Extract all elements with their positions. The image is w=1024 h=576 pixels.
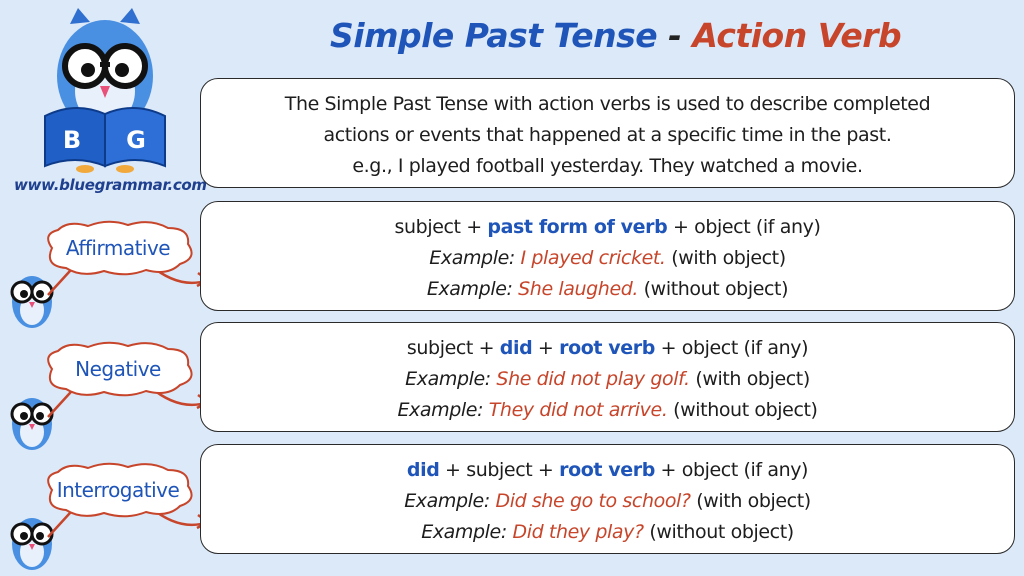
example-prefix: Example:: [397, 399, 484, 421]
affirmative-example-2: Example: She laughed. (without object): [201, 274, 1014, 305]
formula-text: + object (if any): [667, 216, 821, 238]
formula-text: subject +: [394, 216, 488, 238]
negative-example-2: Example: They did not arrive. (without o…: [201, 395, 1014, 426]
title-separator: -: [668, 16, 682, 55]
affirmative-cloud-label: Affirmative: [38, 220, 198, 276]
example-note: (without object): [643, 278, 789, 300]
page-title: Simple Past Tense - Action Verb: [330, 16, 902, 55]
affirmative-formula: subject + past form of verb + object (if…: [201, 212, 1014, 243]
interrogative-rule-box: did + subject + root verb + object (if a…: [200, 444, 1015, 554]
example-sentence: Did they play?: [512, 521, 645, 543]
example-sentence: Did she go to school?: [495, 490, 691, 512]
example-note: (without object): [649, 521, 794, 543]
interrogative-formula: did + subject + root verb + object (if a…: [201, 455, 1014, 486]
small-owl-icon: [10, 398, 54, 450]
example-prefix: Example:: [429, 247, 515, 269]
formula-text: + subject +: [439, 459, 560, 481]
logo-letter-g: G: [126, 126, 146, 154]
intro-box: The Simple Past Tense with action verbs …: [200, 78, 1015, 188]
website-url[interactable]: www.bluegrammar.com: [14, 176, 207, 194]
affirmative-example-1: Example: I played cricket. (with object): [201, 243, 1014, 274]
interrogative-example-1: Example: Did she go to school? (with obj…: [201, 486, 1014, 517]
intro-line-2: actions or events that happened at a spe…: [323, 124, 892, 146]
small-owl-icon: [10, 276, 54, 328]
example-prefix: Example:: [405, 368, 491, 390]
negative-cloud-label: Negative: [38, 341, 198, 397]
interrogative-label: Interrogative: [56, 478, 180, 502]
formula-keyword: root verb: [559, 459, 655, 481]
example-note: (without object): [673, 399, 818, 421]
formula-keyword: did: [406, 459, 440, 481]
intro-line-3: e.g., I played football yesterday. They …: [352, 155, 863, 177]
example-prefix: Example:: [421, 521, 507, 543]
negative-example-1: Example: She did not play golf. (with ob…: [201, 364, 1014, 395]
example-sentence: They did not arrive.: [488, 399, 668, 421]
example-note: (with object): [671, 247, 786, 269]
title-part2: Action Verb: [692, 16, 902, 55]
example-prefix: Example:: [426, 278, 513, 300]
formula-text: +: [532, 337, 560, 359]
example-sentence: She laughed.: [518, 278, 639, 300]
formula-text: subject +: [406, 337, 500, 359]
small-owl-icon: [10, 518, 54, 570]
example-sentence: She did not play golf.: [496, 368, 690, 390]
negative-rule-box: subject + did + root verb + object (if a…: [200, 322, 1015, 432]
formula-text: + object (if any): [654, 459, 809, 481]
example-sentence: I played cricket.: [520, 247, 666, 269]
example-prefix: Example:: [404, 490, 490, 512]
logo-letter-b: B: [63, 126, 81, 154]
example-note: (with object): [695, 368, 810, 390]
formula-keyword: past form of verb: [487, 216, 668, 238]
interrogative-cloud-label: Interrogative: [38, 462, 198, 518]
example-note: (with object): [696, 490, 811, 512]
title-part1: Simple Past Tense: [330, 16, 658, 55]
formula-keyword: did: [499, 337, 533, 359]
formula-text: + object (if any): [654, 337, 809, 359]
interrogative-example-2: Example: Did they play? (without object): [201, 517, 1014, 548]
formula-keyword: root verb: [559, 337, 655, 359]
negative-formula: subject + did + root verb + object (if a…: [201, 333, 1014, 364]
affirmative-label: Affirmative: [65, 236, 171, 260]
intro-line-1: The Simple Past Tense with action verbs …: [284, 93, 931, 115]
bluegrammar-owl-logo: B G: [44, 8, 166, 173]
affirmative-rule-box: subject + past form of verb + object (if…: [200, 201, 1015, 311]
negative-label: Negative: [75, 357, 161, 381]
